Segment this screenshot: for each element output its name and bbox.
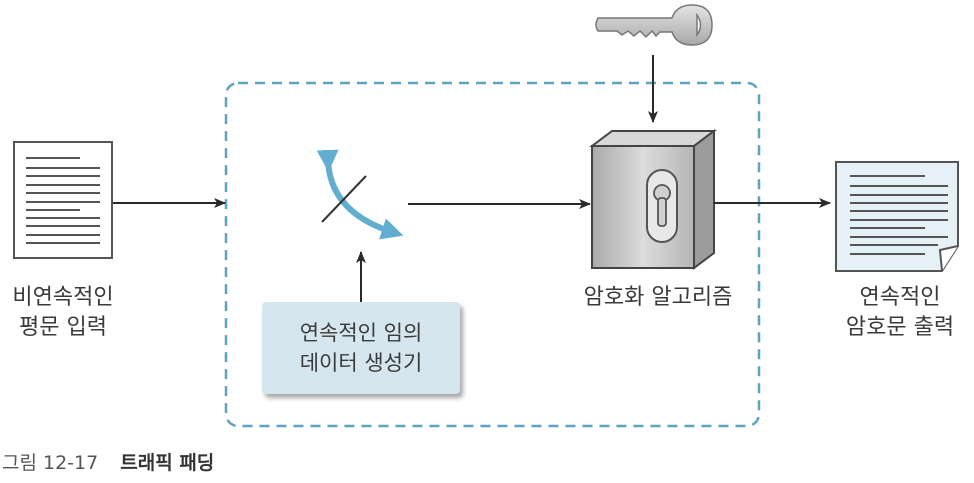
input-label-line-2: 평문 입력 <box>19 315 107 340</box>
figure-caption: 그림 12-17 트래픽 패딩 <box>2 448 214 475</box>
key-icon <box>595 4 713 46</box>
generator-label-line-2: 데이터 생성기 <box>299 351 423 375</box>
ciphertext-document-icon <box>835 161 959 272</box>
output-label: 연속적인 암호문 출력 <box>830 283 970 343</box>
random-data-generator: 연속적인 임의 데이터 생성기 <box>262 302 460 394</box>
output-label-line-2: 암호문 출력 <box>845 315 955 340</box>
input-label-line-1: 비연속적인 <box>12 285 114 310</box>
algorithm-label: 암호화 알고리즘 <box>568 283 748 313</box>
algorithm-label-line-1: 암호화 알고리즘 <box>583 285 733 310</box>
lock-box-icon <box>589 129 717 270</box>
figure-number: 그림 12-17 <box>2 452 99 474</box>
input-label: 비연속적인 평문 입력 <box>6 283 120 343</box>
plaintext-document-icon <box>13 141 113 259</box>
switch-arrow-icon <box>316 149 404 240</box>
generator-label-line-1: 연속적인 임의 <box>299 321 423 345</box>
dashed-boundary <box>224 81 761 428</box>
output-label-line-1: 연속적인 <box>859 285 941 310</box>
figure-title: 트래픽 패딩 <box>120 452 215 474</box>
